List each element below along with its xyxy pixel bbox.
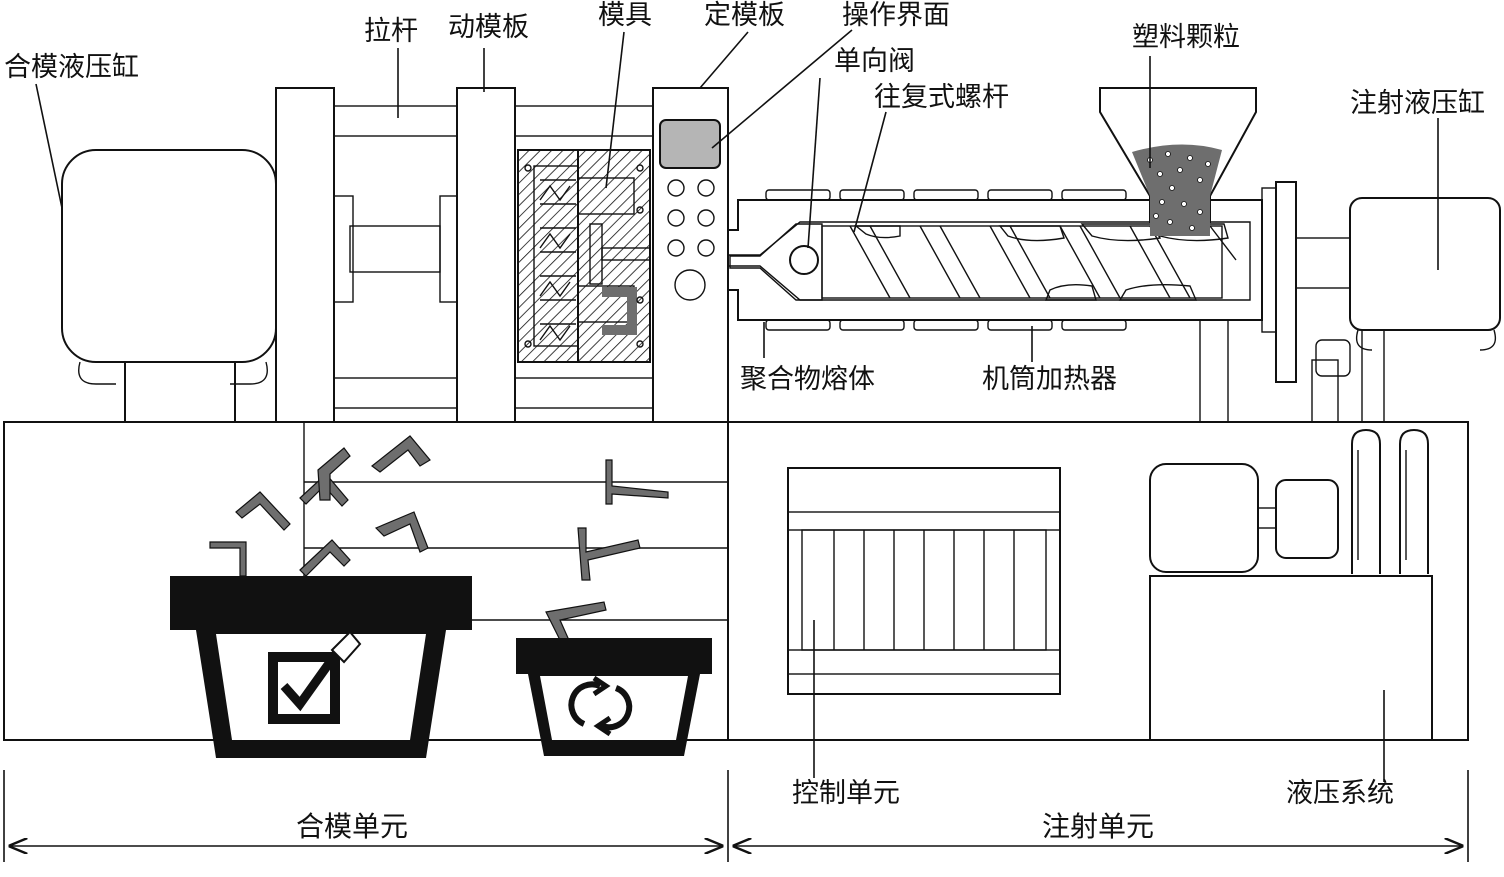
leader-lines	[35, 29, 1439, 782]
polymer-melt	[729, 223, 1229, 301]
labels: 合模液压缸 拉杆 动模板 模具 定模板 操作界面 单向阀 往复式螺杆 塑料颗粒 …	[4, 0, 1485, 843]
label-clamping-unit: 合模单元	[296, 810, 408, 843]
ejected-parts	[209, 435, 669, 641]
control-unit	[787, 467, 1061, 695]
mold	[517, 149, 651, 363]
label-barrel-heater: 机筒加热器	[982, 364, 1117, 395]
label-tie-bar: 拉杆	[364, 16, 418, 47]
label-control-unit: 控制单元	[792, 778, 900, 809]
hydraulic-system	[1149, 428, 1433, 741]
label-polymer-melt: 聚合物熔体	[740, 364, 875, 395]
label-hydraulic-system: 液压系统	[1286, 778, 1394, 809]
label-plastic-pellets: 塑料颗粒	[1132, 22, 1240, 53]
label-clamp-cylinder: 合模液压缸	[4, 52, 139, 83]
label-mold: 模具	[598, 0, 652, 31]
injection-flange	[1261, 181, 1351, 383]
operation-panel[interactable]	[659, 119, 721, 301]
rear-platen	[275, 87, 335, 423]
injection-cylinder	[1349, 197, 1501, 351]
recycle-bin	[516, 638, 712, 756]
label-injection-cylinder: 注射液压缸	[1350, 88, 1485, 119]
label-reciprocating-screw: 往复式螺杆	[874, 82, 1009, 113]
label-injection-unit: 注射单元	[1042, 810, 1154, 843]
hopper	[1099, 87, 1257, 236]
barrel-heaters	[765, 189, 1127, 331]
clamp-cylinder	[61, 149, 277, 423]
label-moving-platen: 动模板	[448, 12, 529, 43]
toggle-piston	[332, 195, 461, 303]
recycle-icon	[568, 675, 633, 737]
good-parts-bin	[170, 576, 472, 758]
reciprocating-screw	[821, 225, 1237, 299]
label-fixed-platen: 定模板	[704, 0, 785, 31]
label-check-valve: 单向阀	[834, 46, 915, 77]
moving-platen	[456, 87, 516, 423]
label-operation-panel: 操作界面	[842, 0, 950, 31]
checkmark-icon	[268, 630, 362, 724]
check-valve	[789, 245, 819, 275]
unit-dimension-lines	[3, 770, 1469, 862]
